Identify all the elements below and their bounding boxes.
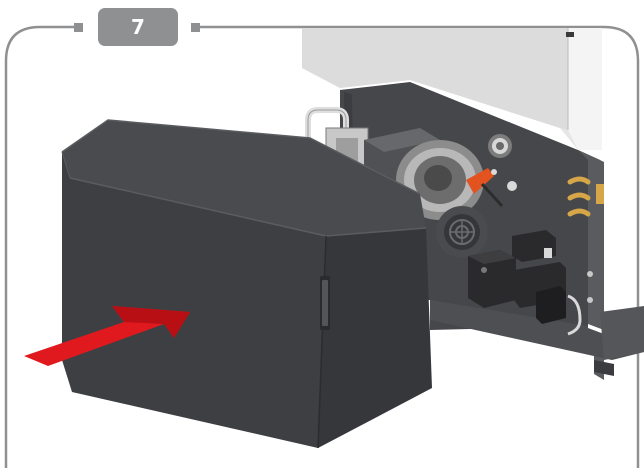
frame-end-block-right bbox=[191, 23, 200, 32]
burner-assembly bbox=[305, 107, 517, 258]
step-number-badge: 7 bbox=[98, 8, 178, 46]
frame-end-block-left bbox=[74, 23, 83, 32]
boiler-top-casing bbox=[302, 28, 602, 150]
casing-hinge bbox=[566, 32, 574, 37]
orange-lever bbox=[466, 168, 494, 194]
cover-panel bbox=[61, 119, 432, 449]
control-components bbox=[468, 176, 604, 336]
